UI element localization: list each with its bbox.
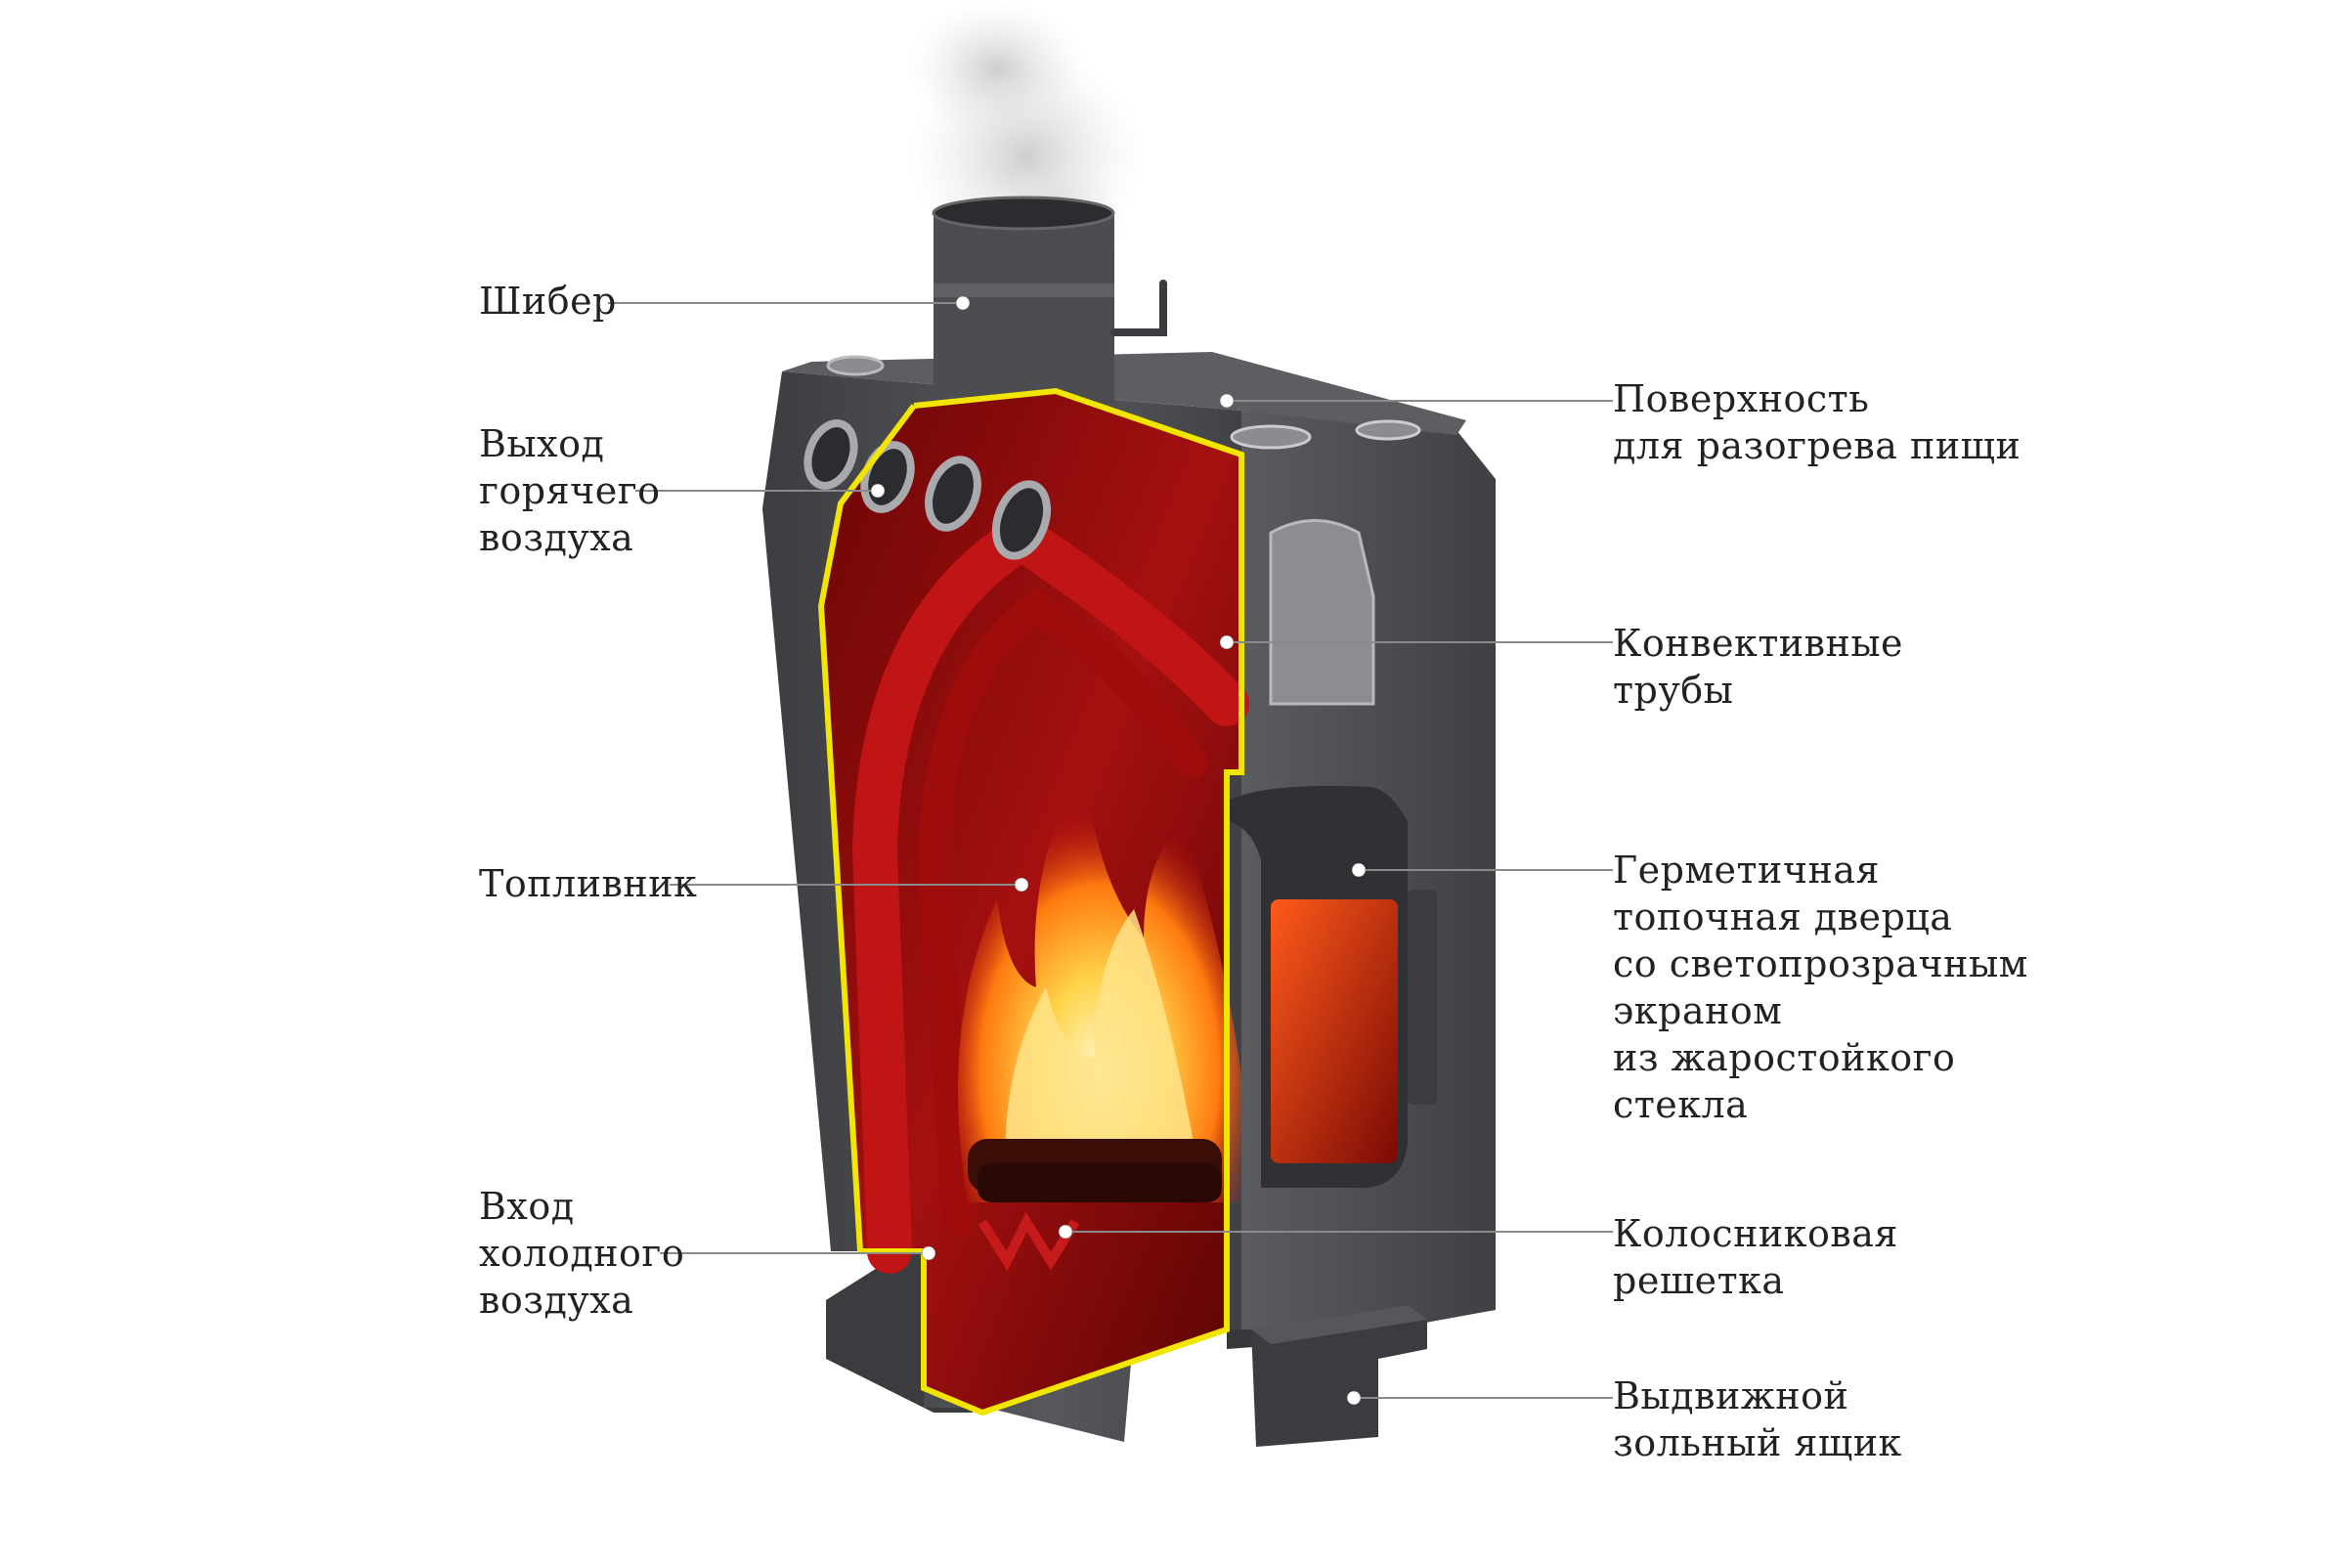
leader-lines (608, 302, 1613, 1399)
hot-air-outlets (804, 419, 1052, 560)
label-firebox: Топливник (479, 862, 698, 905)
cooktop-burners (826, 355, 1421, 450)
label-ash-box: Выдвижной зольный ящик (1613, 1374, 1902, 1464)
chimney-pipe (932, 196, 1167, 404)
cutaway-edge (817, 387, 1244, 1416)
label-door: Герметичная топочная дверца со светопроз… (1613, 849, 2028, 1126)
label-convection-pipes: Конвективные трубы (1613, 622, 1904, 712)
label-grate: Колосниковая решетка (1613, 1212, 1898, 1302)
label-shiber: Шибер (479, 280, 617, 323)
ash-drawer (1251, 1305, 1427, 1447)
fire (958, 762, 1241, 1202)
logs-and-grate (968, 1139, 1222, 1272)
label-cold-air-in: Вход холодного воздуха (479, 1185, 685, 1322)
anchor-dots (870, 295, 1367, 1406)
firebox-door (1227, 786, 1437, 1188)
label-hot-air-out: Выход горячего воздуха (479, 422, 661, 559)
label-cooking-surface: Поверхность для разогрева пищи (1613, 377, 2021, 467)
maker-badge-emblem (1269, 519, 1375, 706)
